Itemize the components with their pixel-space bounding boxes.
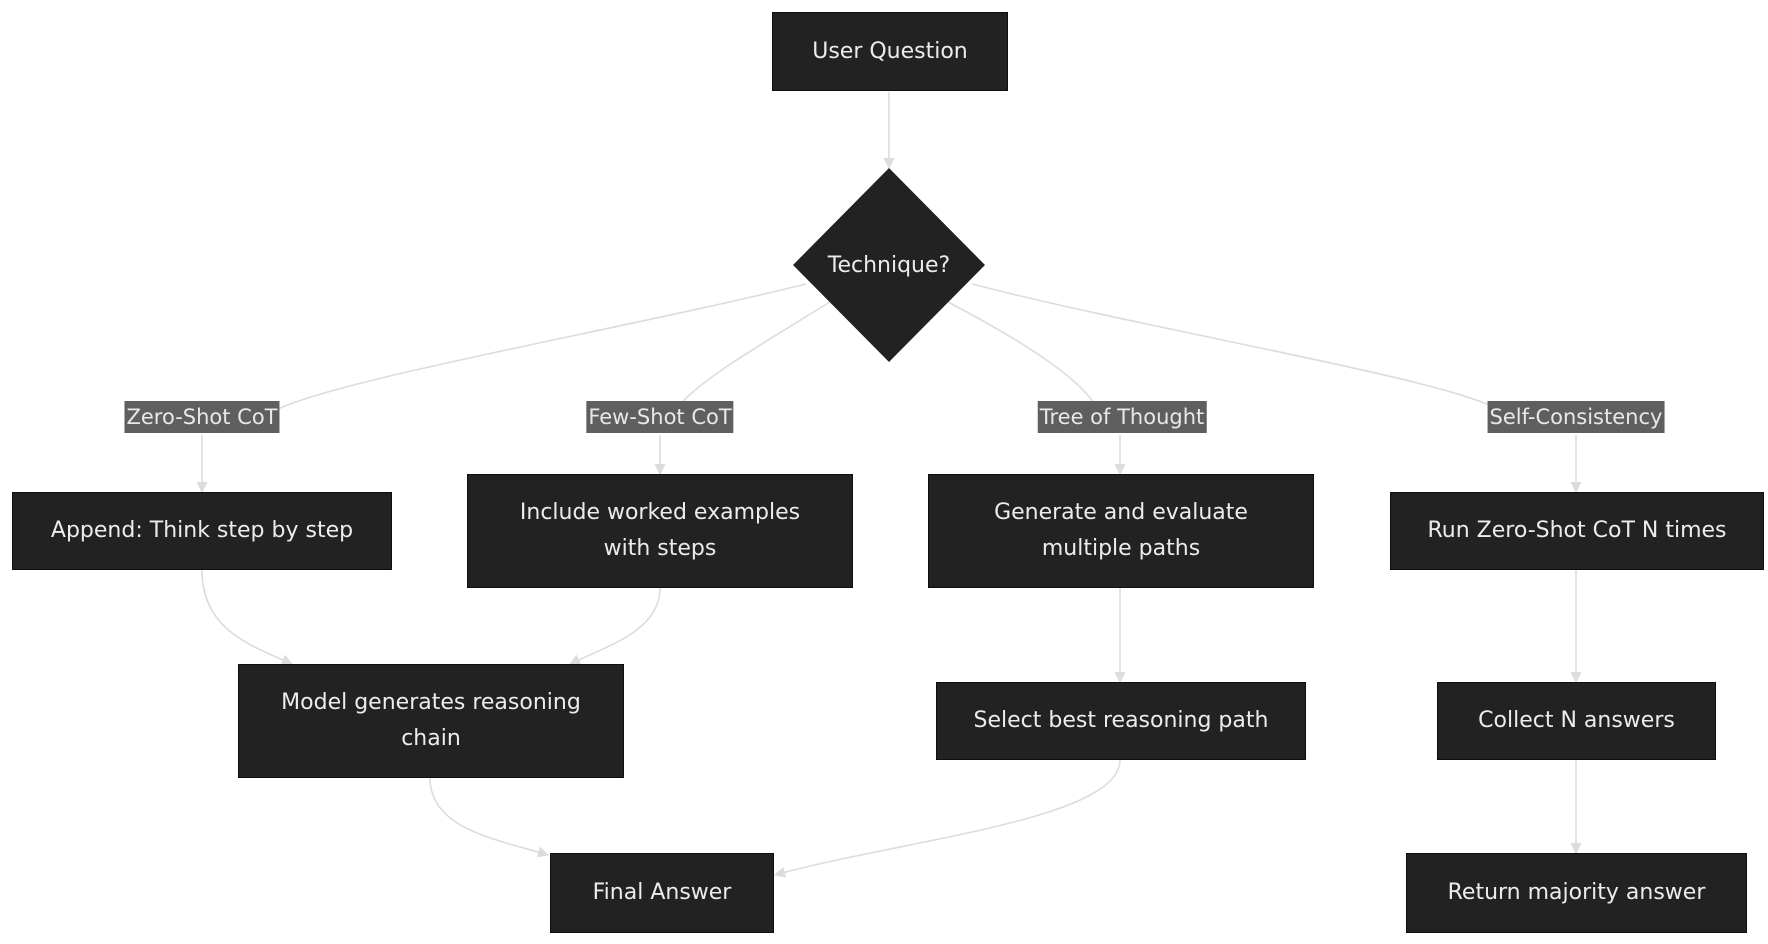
node-user-question: User Question <box>772 12 1008 91</box>
node-final-answer: Final Answer <box>550 853 774 933</box>
node-user-question-label: User Question <box>812 38 968 64</box>
node-include-examples: Include worked examples with steps <box>467 474 853 588</box>
edge-technique-to-self-consistency <box>971 283 1496 409</box>
node-include-examples-line-2: with steps <box>603 536 717 561</box>
edge-select-to-final <box>773 759 1121 878</box>
node-append-think: Append: Think step by step <box>12 492 392 570</box>
node-model-generates-line-2: chain <box>401 726 461 751</box>
node-technique-label: Technique? <box>827 252 951 278</box>
node-technique-decision: Technique? <box>793 168 985 362</box>
node-return-majority-label: Return majority answer <box>1447 880 1706 905</box>
edge-append-to-model <box>201 569 294 665</box>
edge-model-to-final <box>429 777 550 858</box>
edge-include-to-model <box>568 587 661 665</box>
edge-label-few-shot: Few-Shot CoT <box>586 401 734 433</box>
node-select-best: Select best reasoning path <box>936 682 1306 760</box>
node-append-think-label: Append: Think step by step <box>50 518 354 543</box>
node-select-best-label: Select best reasoning path <box>973 708 1269 733</box>
node-collect-answers: Collect N answers <box>1437 682 1716 760</box>
decision-diamond-shape <box>793 168 985 362</box>
node-include-examples-line-1: Include worked examples <box>519 500 801 525</box>
edge-label-tree-of-thought: Tree of Thought <box>1037 401 1207 433</box>
edge-label-zero-shot: Zero-Shot CoT <box>124 401 280 433</box>
node-return-majority: Return majority answer <box>1406 853 1747 933</box>
edge-technique-to-few-shot <box>679 301 831 406</box>
node-generate-evaluate: Generate and evaluate multiple paths <box>928 474 1314 588</box>
edge-technique-to-tree <box>947 301 1096 406</box>
node-run-zero-shot: Run Zero-Shot CoT N times <box>1390 492 1764 570</box>
node-generate-evaluate-line-1: Generate and evaluate <box>994 500 1248 525</box>
node-final-answer-label: Final Answer <box>592 880 732 905</box>
node-run-zero-shot-label: Run Zero-Shot CoT N times <box>1427 518 1727 543</box>
node-collect-answers-label: Collect N answers <box>1478 708 1675 733</box>
node-model-generates: Model generates reasoning chain <box>238 664 624 778</box>
node-model-generates-line-1: Model generates reasoning <box>281 690 581 715</box>
edge-technique-to-zero-shot <box>271 283 807 413</box>
node-generate-evaluate-line-2: multiple paths <box>1041 536 1201 561</box>
edge-label-self-consistency: Self-Consistency <box>1487 401 1665 433</box>
